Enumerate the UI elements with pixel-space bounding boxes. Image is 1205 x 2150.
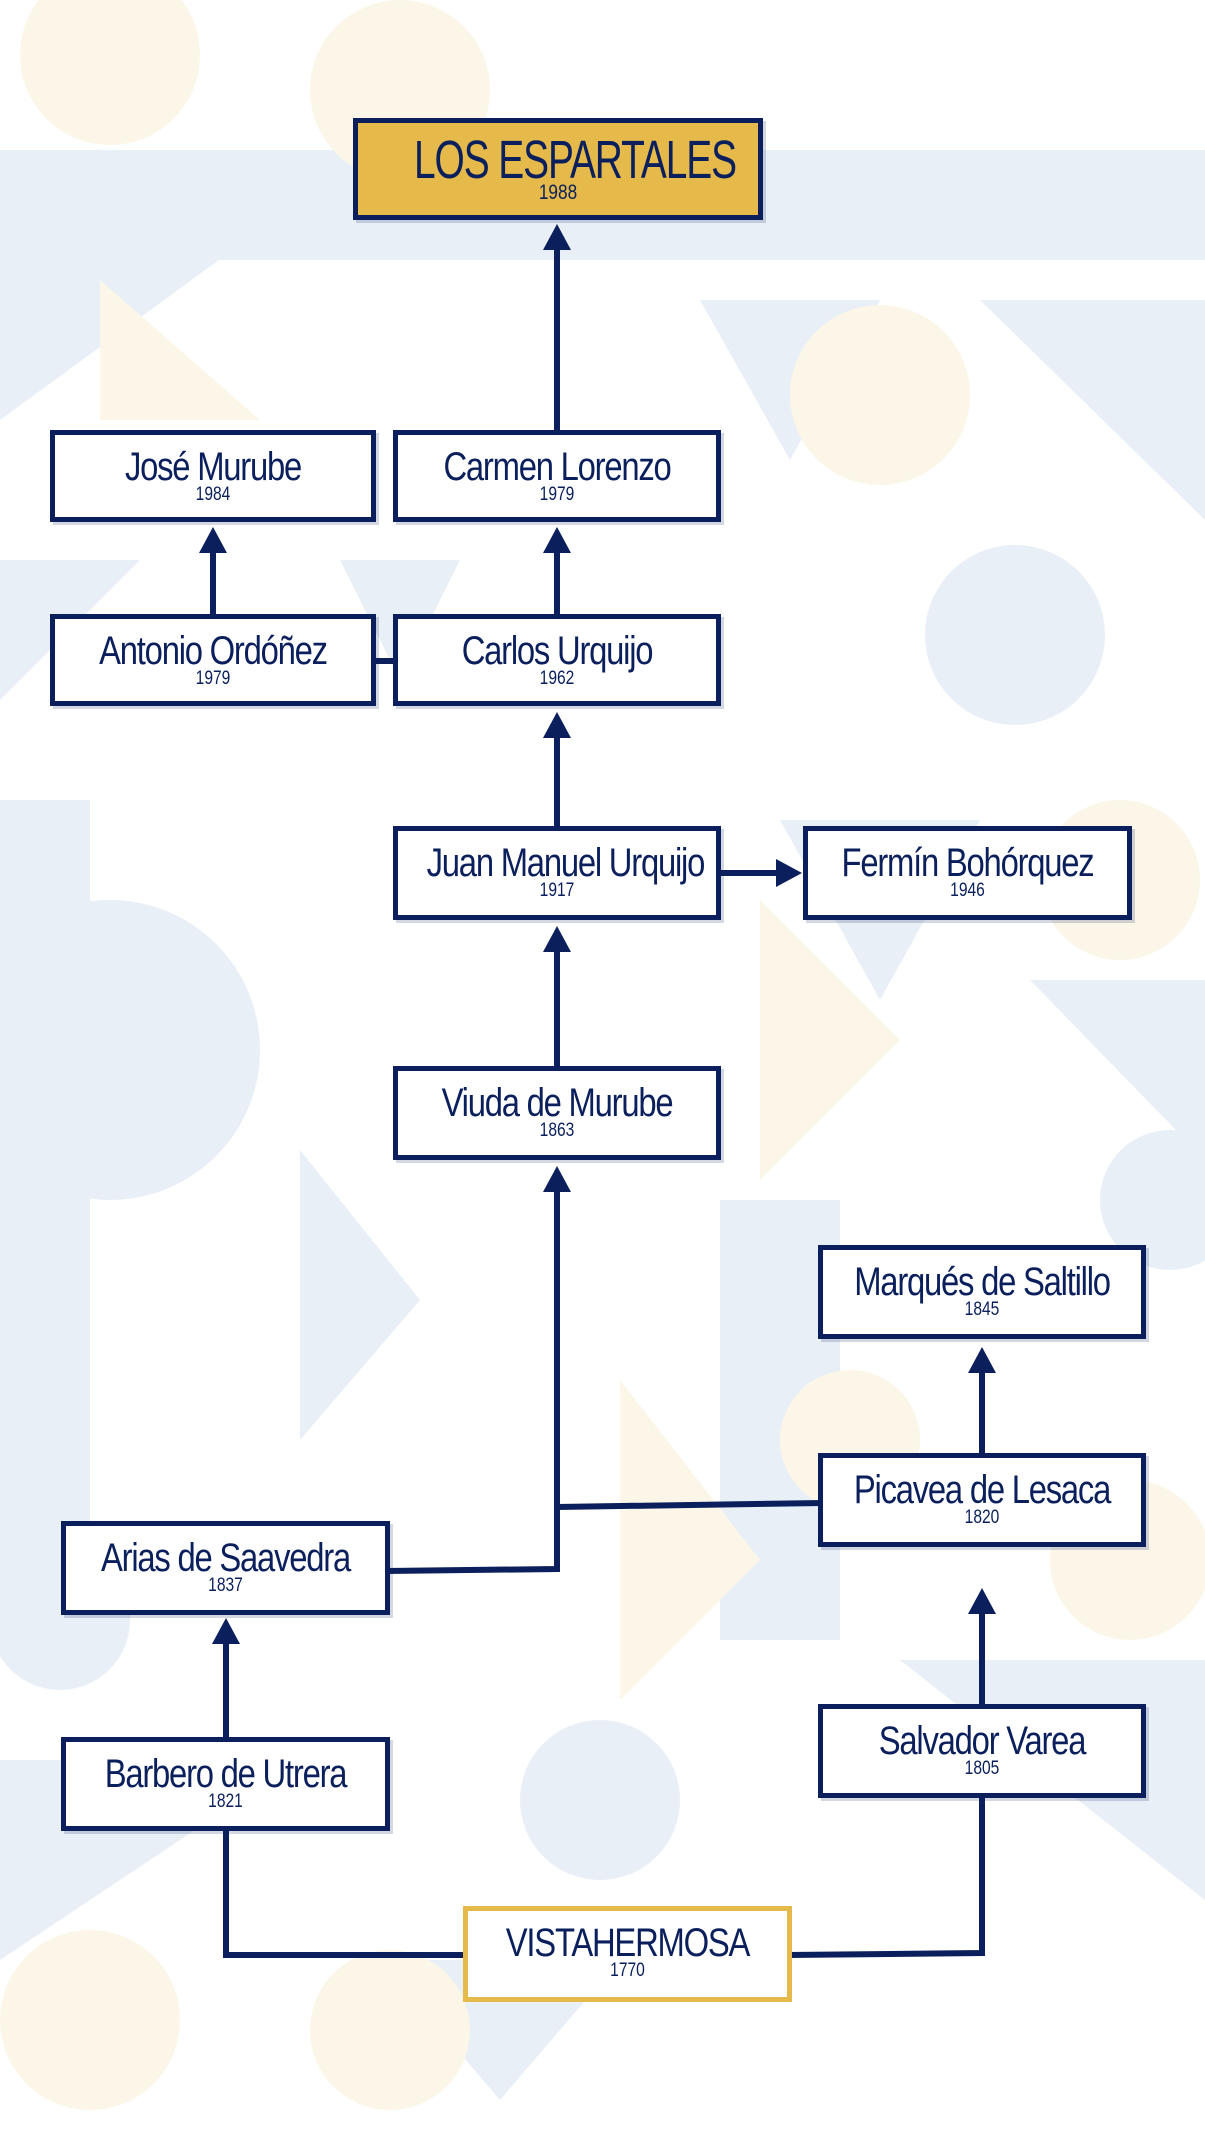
edge-vistahermosa-to-barbero [223, 1827, 467, 1958]
arrowhead [543, 926, 571, 952]
node-year: 1845 [964, 1299, 1000, 1320]
node-name: Barbero de Utrera [104, 1752, 348, 1796]
node-name: Fermín Bohórquez [841, 841, 1095, 885]
node-year: 1979 [195, 668, 231, 689]
node-year: 1820 [964, 1507, 1000, 1528]
node-arias-de-saavedra: Arias de Saavedra 1837 [61, 1521, 390, 1615]
node-salvador-varea: Salvador Varea 1805 [818, 1704, 1146, 1798]
node-viuda-de-murube: Viuda de Murube 1863 [393, 1066, 721, 1160]
arrowhead [543, 712, 571, 738]
node-name: Juan Manuel Urquijo [426, 841, 706, 885]
arrowhead [212, 1618, 240, 1644]
node-name: Carlos Urquijo [461, 629, 654, 673]
node-name: Salvador Varea [878, 1719, 1087, 1763]
node-carlos-urquijo: Carlos Urquijo 1962 [393, 614, 721, 706]
node-year: 1946 [950, 880, 985, 901]
arrowhead [968, 1347, 996, 1373]
node-year: 1917 [539, 880, 575, 901]
arrowhead [968, 1588, 996, 1614]
node-name: Picavea de Lesaca [853, 1468, 1111, 1512]
node-year: 1770 [610, 1960, 645, 1981]
arrowhead [199, 527, 227, 553]
node-picavea-de-lesaca: Picavea de Lesaca 1820 [818, 1453, 1146, 1547]
arrowhead [543, 527, 571, 553]
node-year: 1962 [539, 668, 575, 689]
edge-arias-to-viuda [385, 1182, 560, 1574]
node-year: 1863 [539, 1120, 575, 1141]
arrowhead [776, 859, 802, 887]
node-name: Viuda de Murube [441, 1081, 674, 1125]
node-year: 1821 [208, 1791, 243, 1812]
node-name: LOS ESPARTALES [414, 130, 737, 190]
arrowhead [543, 224, 571, 250]
node-name: Arias de Saavedra [101, 1536, 351, 1580]
node-name: José Murube [124, 445, 302, 489]
node-name: Antonio Ordóñez [99, 629, 328, 673]
node-carmen-lorenzo: Carmen Lorenzo 1979 [393, 430, 721, 522]
node-barbero-de-utrera: Barbero de Utrera 1821 [61, 1737, 390, 1831]
node-los-espartales: LOS ESPARTALES 1988 [353, 118, 763, 220]
node-year: 1837 [208, 1575, 243, 1596]
node-name: Marqués de Saltillo [854, 1260, 1111, 1304]
node-year: 1984 [195, 484, 231, 505]
node-year: 1979 [539, 484, 575, 505]
arrowhead [543, 1166, 571, 1192]
node-name: Carmen Lorenzo [443, 445, 671, 489]
node-juan-manuel-urquijo: Juan Manuel Urquijo 1917 [393, 826, 721, 920]
node-jose-murube: José Murube 1984 [50, 430, 376, 522]
node-fermin-bohorquez: Fermín Bohórquez 1946 [803, 826, 1132, 920]
node-vistahermosa: VISTAHERMOSA 1770 [463, 1906, 792, 2002]
node-name: VISTAHERMOSA [505, 1921, 751, 1965]
node-antonio-ordonez: Antonio Ordóñez 1979 [50, 614, 376, 706]
node-year: 1988 [538, 181, 578, 204]
node-year: 1805 [964, 1758, 1000, 1779]
edge-picavea-to-viuda [556, 1500, 824, 1510]
node-marques-de-saltillo: Marqués de Saltillo 1845 [818, 1245, 1146, 1339]
edge-vistahermosa-to-salvador [787, 1795, 985, 1958]
